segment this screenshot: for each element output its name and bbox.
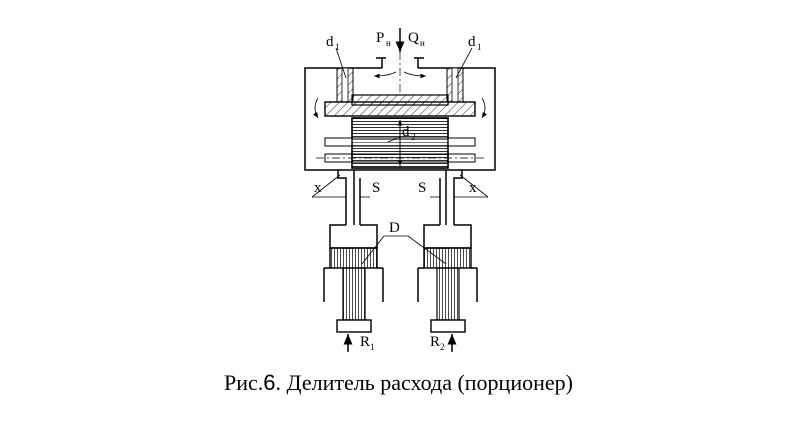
outlet-channels <box>311 170 489 225</box>
piston-right <box>417 224 478 352</box>
d1-leaders <box>335 47 473 79</box>
label-r2: R <box>430 334 440 350</box>
caption-title: . Делитель расхода (порционер) <box>275 370 573 395</box>
label-s-right: S <box>418 180 426 196</box>
inlet-arrows <box>373 28 427 95</box>
d-leaders <box>361 235 447 265</box>
label-x-right: x <box>469 180 477 196</box>
distributor-plate <box>324 94 476 117</box>
spool <box>316 117 484 169</box>
piston-left <box>323 224 384 352</box>
label-r2-sub: 2 <box>440 342 445 352</box>
label-d2: d <box>402 124 410 140</box>
label-s-left: S <box>372 180 380 196</box>
label-pressure-sub: н <box>386 38 391 48</box>
label-x-left: x <box>314 180 322 196</box>
label-flow-sub: н <box>420 38 425 48</box>
throttle-left <box>336 67 354 103</box>
label-d1-right-sub: 1 <box>477 42 482 52</box>
label-d1-right: d <box>468 34 476 50</box>
housing <box>304 57 496 225</box>
label-d1-left-sub: 1 <box>335 42 340 52</box>
label-r1-sub: 1 <box>370 342 375 352</box>
label-pressure: P <box>376 30 384 46</box>
side-flow-arrows <box>313 97 487 119</box>
figure-caption: Рис.6. Делитель расхода (порционер) <box>0 370 797 396</box>
throttle-right <box>446 67 464 103</box>
label-d1-left: d <box>326 34 334 50</box>
caption-prefix: Рис. <box>224 370 264 395</box>
caption-number: 6 <box>263 370 276 395</box>
label-r1: R <box>360 334 370 350</box>
label-flow: Q <box>408 30 419 46</box>
label-d2-sub: 2 <box>411 132 416 142</box>
label-d-big: D <box>389 220 400 236</box>
